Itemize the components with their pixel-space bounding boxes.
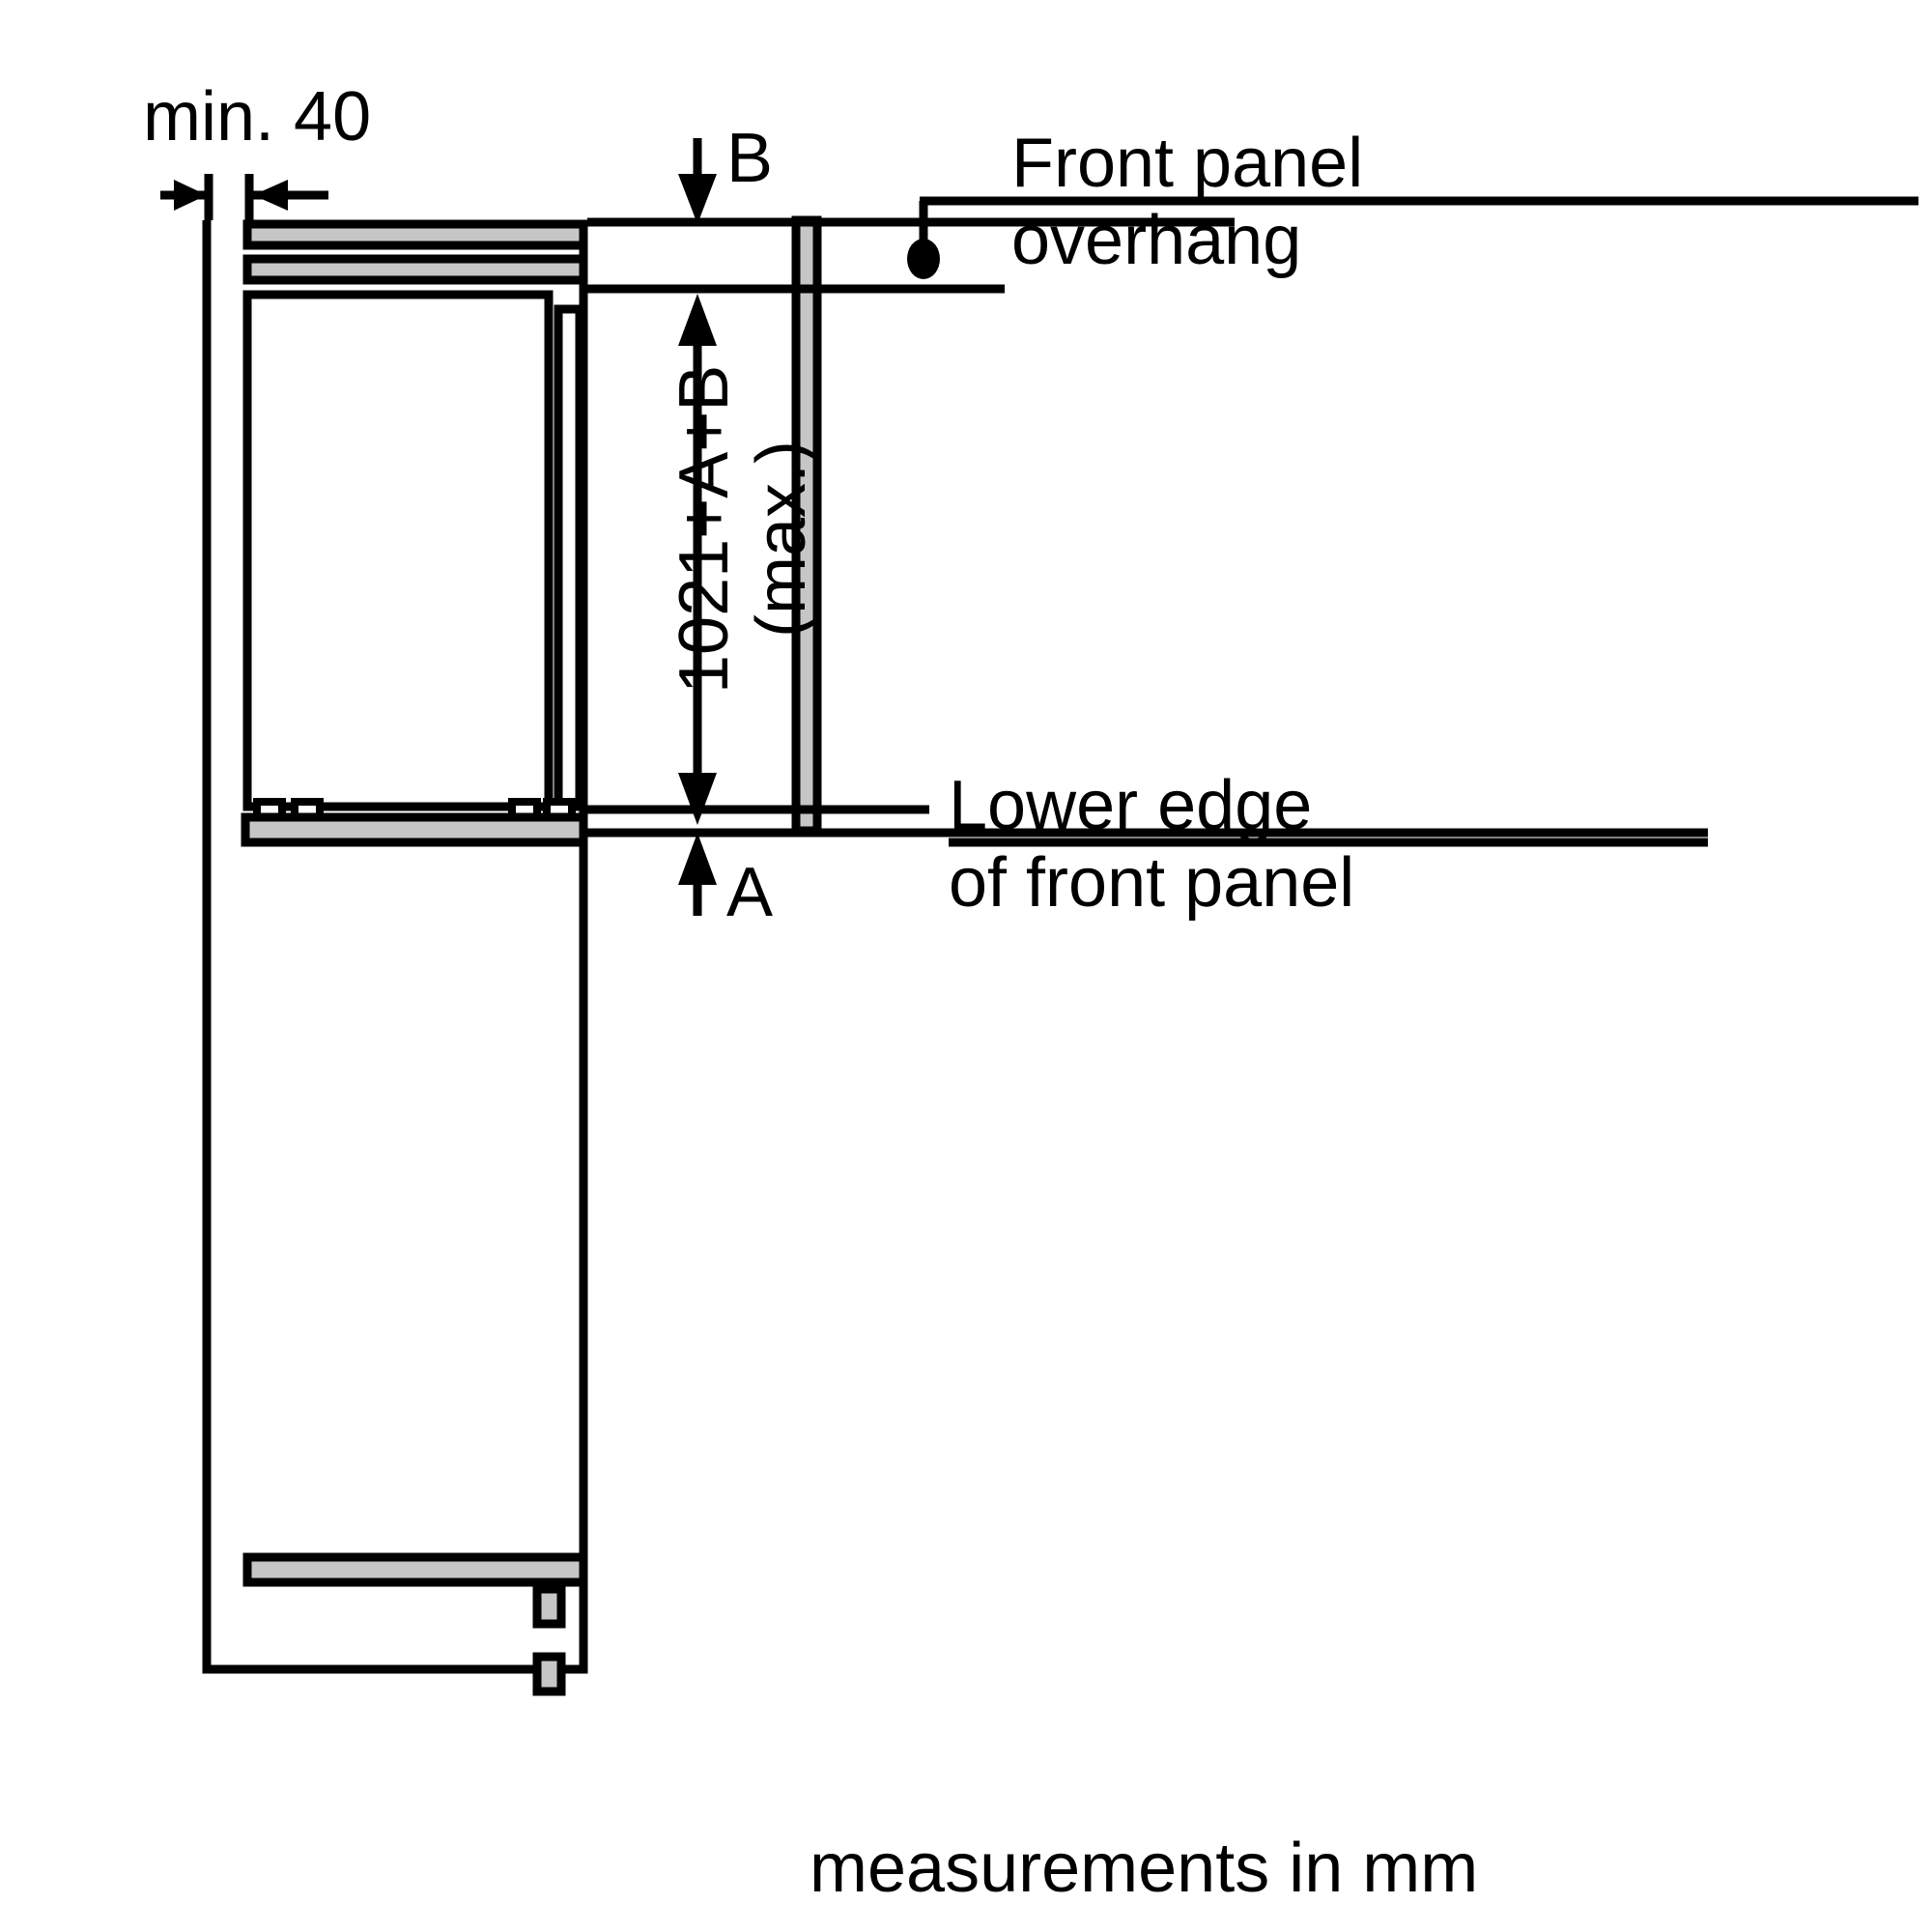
label-front-panel-overhang-line2: overhang bbox=[1011, 202, 1302, 279]
label-panel-height-value: 1021+A+B bbox=[666, 364, 743, 694]
min40-dimension bbox=[160, 174, 328, 220]
mid-divider-bar bbox=[241, 812, 588, 847]
dimension-a-arrow bbox=[678, 833, 717, 916]
appliance-top-trim bbox=[242, 219, 588, 285]
reference-lines-bottom bbox=[587, 805, 1708, 838]
label-measurements-unit-note: measurements in mm bbox=[810, 1830, 1479, 1907]
fridge-compartment bbox=[242, 290, 584, 811]
label-dimension-a: A bbox=[726, 854, 774, 931]
cabinet-outline bbox=[202, 220, 588, 1674]
front-panel-overhang-leader bbox=[817, 196, 1918, 279]
label-min-clearance: min. 40 bbox=[143, 78, 372, 156]
label-front-panel-overhang-line1: Front panel bbox=[1011, 125, 1364, 202]
label-panel-height-qualifier: (max.) bbox=[743, 440, 820, 638]
dimension-height-arrow bbox=[678, 294, 717, 825]
dimension-b-arrow bbox=[678, 138, 717, 224]
label-lower-edge-line1: Lower edge bbox=[949, 767, 1313, 844]
label-lower-edge-line2: of front panel bbox=[949, 844, 1355, 922]
label-dimension-b: B bbox=[726, 120, 774, 197]
freezer-bottom-detail bbox=[242, 1552, 588, 1696]
